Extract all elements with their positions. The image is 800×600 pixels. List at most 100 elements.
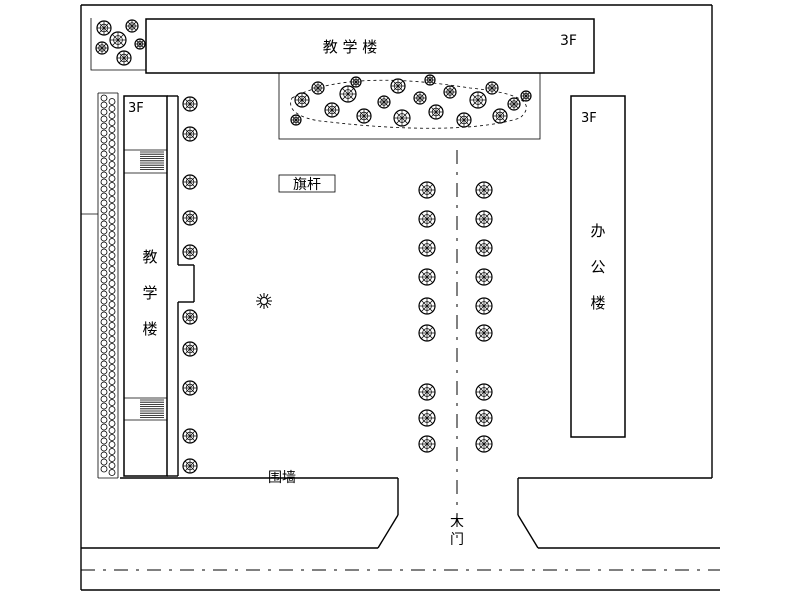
hedge-shrub bbox=[100, 339, 108, 347]
hedge-shrub bbox=[108, 189, 116, 196]
gate-label-char-2: 门 bbox=[450, 532, 464, 548]
avenue-tree bbox=[418, 435, 436, 453]
west-teaching-building: 3F 教 学 楼 bbox=[123, 95, 195, 477]
hedge-shrub bbox=[108, 266, 116, 273]
west-building-name-char-1: 教 bbox=[142, 248, 157, 266]
hedge-shrub bbox=[108, 315, 116, 322]
hedge-shrub bbox=[100, 143, 108, 151]
avenue-tree bbox=[475, 383, 493, 401]
hedge-shrub bbox=[100, 206, 108, 214]
hedge-shrub bbox=[108, 280, 116, 287]
hedge-shrub bbox=[108, 182, 116, 189]
hedge-shrub bbox=[100, 360, 108, 368]
garden-tree bbox=[485, 81, 499, 95]
hedge-shrub bbox=[100, 290, 108, 298]
hedge-shrub bbox=[100, 178, 108, 186]
hedge-shrub bbox=[100, 122, 108, 130]
hedge-shrub bbox=[108, 469, 116, 476]
hedge-shrub bbox=[100, 171, 108, 179]
hedge-shrub bbox=[108, 259, 116, 266]
hedge-shrub bbox=[100, 332, 108, 340]
north-building-name: 教 学 楼 bbox=[323, 38, 378, 56]
hedge-shrub bbox=[108, 147, 116, 154]
garden-tree bbox=[377, 95, 391, 109]
hedge-shrub bbox=[100, 276, 108, 284]
hedge-shrub bbox=[100, 465, 108, 473]
garden-tree bbox=[350, 76, 362, 88]
office-building-name-char-1: 办 bbox=[590, 222, 605, 240]
hedge-shrub bbox=[108, 385, 116, 392]
hedge-shrub bbox=[100, 269, 108, 277]
hedge-shrub bbox=[108, 210, 116, 217]
hedge-shrub bbox=[100, 402, 108, 410]
hedge-shrub bbox=[100, 234, 108, 242]
garden-tree bbox=[390, 78, 406, 94]
west-row-tree bbox=[182, 428, 198, 444]
west-building-stairs-south bbox=[140, 399, 164, 419]
hedge-shrub bbox=[100, 185, 108, 193]
garden-tree bbox=[356, 108, 372, 124]
hedge-row bbox=[97, 92, 119, 479]
hedge-shrub bbox=[108, 420, 116, 427]
hedge-shrub bbox=[100, 199, 108, 207]
avenue-tree bbox=[418, 324, 436, 342]
hedge-shrub bbox=[100, 220, 108, 228]
hedge-shrub bbox=[100, 213, 108, 221]
hedge-shrub bbox=[100, 150, 108, 158]
hedge-shrub bbox=[108, 462, 116, 469]
garden-tree bbox=[456, 112, 472, 128]
hedge-shrub bbox=[108, 455, 116, 462]
hedge-shrub bbox=[108, 196, 116, 203]
hedge-shrub bbox=[108, 161, 116, 168]
hedge-shrub bbox=[100, 437, 108, 445]
hedge-shrub bbox=[100, 458, 108, 466]
hedge-shrub bbox=[108, 371, 116, 378]
hedge-shrub bbox=[100, 304, 108, 312]
hedge-shrub bbox=[108, 168, 116, 175]
hedge-shrub bbox=[108, 287, 116, 294]
garden-tree bbox=[424, 74, 436, 86]
hedge-shrub bbox=[108, 98, 116, 105]
hedge-shrub bbox=[100, 94, 108, 102]
office-building-name-char-3: 楼 bbox=[590, 294, 605, 312]
hedge-shrub bbox=[108, 413, 116, 420]
north-building-floors: 3F bbox=[560, 33, 577, 49]
flagpole-label: 旗杆 bbox=[293, 177, 321, 193]
hedge-shrub bbox=[108, 322, 116, 329]
west-building-name-char-3: 楼 bbox=[142, 320, 157, 338]
avenue-tree bbox=[418, 383, 436, 401]
west-building-stairs-north bbox=[140, 151, 164, 171]
hedge-shrub bbox=[108, 343, 116, 350]
west-row-tree bbox=[182, 341, 198, 357]
hedge-shrub bbox=[100, 374, 108, 382]
star-burst-icon bbox=[256, 293, 272, 309]
hedge-shrub bbox=[108, 105, 116, 112]
tree-avenue bbox=[418, 181, 493, 453]
hedge-shrub bbox=[108, 175, 116, 182]
hedge-shrub bbox=[100, 101, 108, 109]
hedge-shrub bbox=[108, 301, 116, 308]
garden-tree bbox=[393, 109, 411, 127]
garden-tree bbox=[311, 81, 325, 95]
hedge-shrub bbox=[100, 115, 108, 123]
wall-label: 围墙 bbox=[268, 470, 296, 486]
hedge-shrub bbox=[100, 430, 108, 438]
west-row-tree bbox=[182, 458, 198, 474]
avenue-tree bbox=[475, 268, 493, 286]
garden-tree bbox=[428, 104, 444, 120]
campus-wall bbox=[81, 477, 720, 549]
hedge-shrub bbox=[100, 192, 108, 200]
corner-tree bbox=[116, 50, 132, 66]
west-row-tree bbox=[182, 210, 198, 226]
garden-tree bbox=[443, 85, 457, 99]
avenue-tree bbox=[475, 181, 493, 199]
hedge-shrub bbox=[100, 381, 108, 389]
office-building-name-char-2: 公 bbox=[590, 258, 605, 276]
west-row-tree bbox=[182, 126, 198, 142]
hedge-shrub bbox=[108, 231, 116, 238]
north-teaching-building: 教 学 楼 3F bbox=[145, 18, 595, 74]
hedge-shrub bbox=[100, 129, 108, 137]
garden-tree bbox=[492, 108, 508, 124]
corner-tree bbox=[95, 41, 109, 55]
avenue-tree bbox=[475, 409, 493, 427]
